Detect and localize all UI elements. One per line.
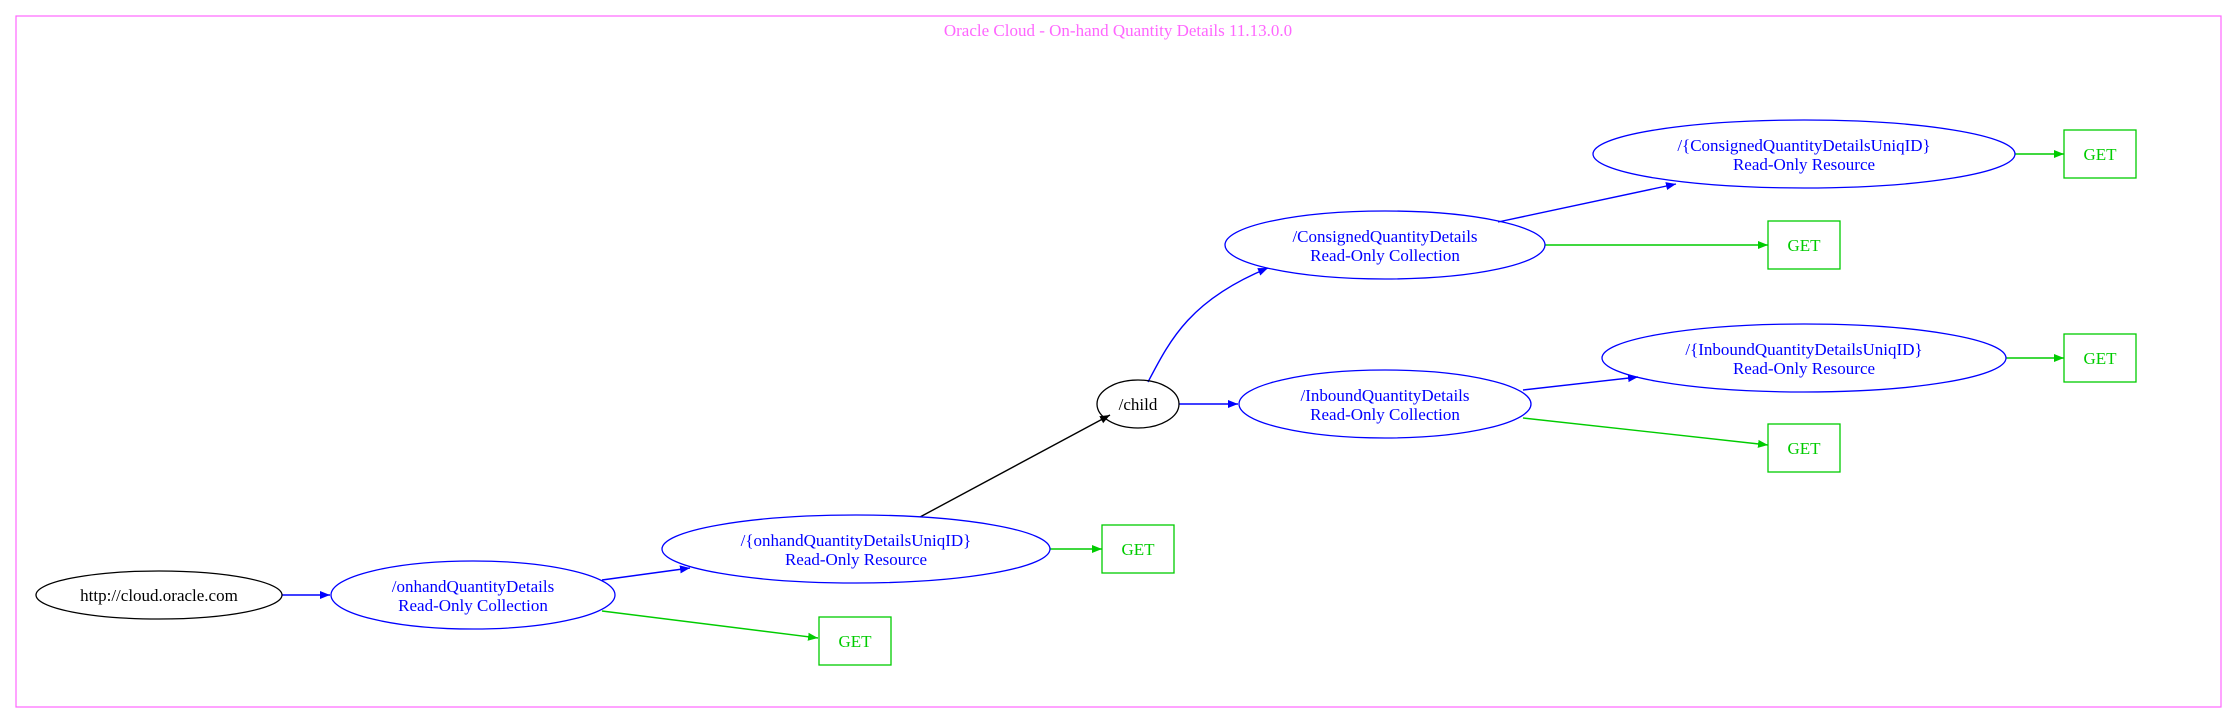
- node-onhand-collection-get[interactable]: GET: [818, 616, 892, 666]
- node-onhand-resource-type: Read-Only Resource: [785, 550, 927, 569]
- edge-consigned-collection-to-resource: [1497, 182, 1677, 223]
- node-onhand-resource-get[interactable]: GET: [1101, 524, 1175, 574]
- node-inbound-resource-get[interactable]: GET: [2063, 333, 2137, 383]
- node-inbound-collection[interactable]: /InboundQuantityDetails Read-Only Collec…: [1238, 369, 1532, 439]
- node-inbound-collection-get[interactable]: GET: [1767, 423, 1841, 473]
- node-onhand-collection-type: Read-Only Collection: [398, 596, 548, 615]
- edge-onhand-resource-to-child: [919, 414, 1111, 518]
- node-root[interactable]: http://cloud.oracle.com: [35, 570, 283, 620]
- edge-inbound-collection-to-get: [1522, 417, 1769, 448]
- diagram-frame: [15, 15, 2222, 708]
- node-onhand-collection-get-label: GET: [838, 632, 872, 651]
- node-onhand-collection[interactable]: /onhandQuantityDetails Read-Only Collect…: [330, 560, 616, 630]
- node-inbound-resource-type: Read-Only Resource: [1733, 359, 1875, 378]
- node-inbound-collection-get-label: GET: [1787, 439, 1821, 458]
- node-inbound-collection-type: Read-Only Collection: [1310, 405, 1460, 424]
- edge-inbound-collection-to-resource: [1522, 374, 1639, 391]
- node-consigned-resource-get-label: GET: [2083, 145, 2117, 164]
- node-child[interactable]: /child: [1096, 379, 1180, 429]
- node-consigned-collection-path: /ConsignedQuantityDetails: [1292, 227, 1477, 246]
- node-consigned-resource[interactable]: /{ConsignedQuantityDetailsUniqID} Read-O…: [1592, 119, 2016, 189]
- node-onhand-resource[interactable]: /{onhandQuantityDetailsUniqID} Read-Only…: [661, 514, 1051, 584]
- node-consigned-collection-get[interactable]: GET: [1767, 220, 1841, 270]
- node-child-label: /child: [1119, 395, 1158, 414]
- node-root-label: http://cloud.oracle.com: [80, 586, 238, 605]
- diagram-title: Oracle Cloud - On-hand Quantity Details …: [944, 21, 1292, 40]
- node-inbound-resource[interactable]: /{InboundQuantityDetailsUniqID} Read-Onl…: [1601, 323, 2007, 393]
- node-inbound-resource-path: /{InboundQuantityDetailsUniqID}: [1685, 340, 1922, 359]
- node-consigned-resource-get[interactable]: GET: [2063, 129, 2137, 179]
- node-consigned-collection[interactable]: /ConsignedQuantityDetails Read-Only Coll…: [1224, 210, 1546, 280]
- edge-onhand-collection-to-resource: [601, 565, 691, 581]
- node-consigned-resource-path: /{ConsignedQuantityDetailsUniqID}: [1677, 136, 1930, 155]
- node-inbound-resource-get-label: GET: [2083, 349, 2117, 368]
- edge-child-to-consigned-collection: [1147, 267, 1269, 383]
- node-onhand-resource-get-label: GET: [1121, 540, 1155, 559]
- edge-onhand-collection-to-get: [601, 610, 819, 641]
- node-consigned-collection-type: Read-Only Collection: [1310, 246, 1460, 265]
- node-onhand-collection-path: /onhandQuantityDetails: [392, 577, 554, 596]
- node-consigned-resource-type: Read-Only Resource: [1733, 155, 1875, 174]
- node-onhand-resource-path: /{onhandQuantityDetailsUniqID}: [741, 531, 972, 550]
- node-consigned-collection-get-label: GET: [1787, 236, 1821, 255]
- node-inbound-collection-path: /InboundQuantityDetails: [1300, 386, 1469, 405]
